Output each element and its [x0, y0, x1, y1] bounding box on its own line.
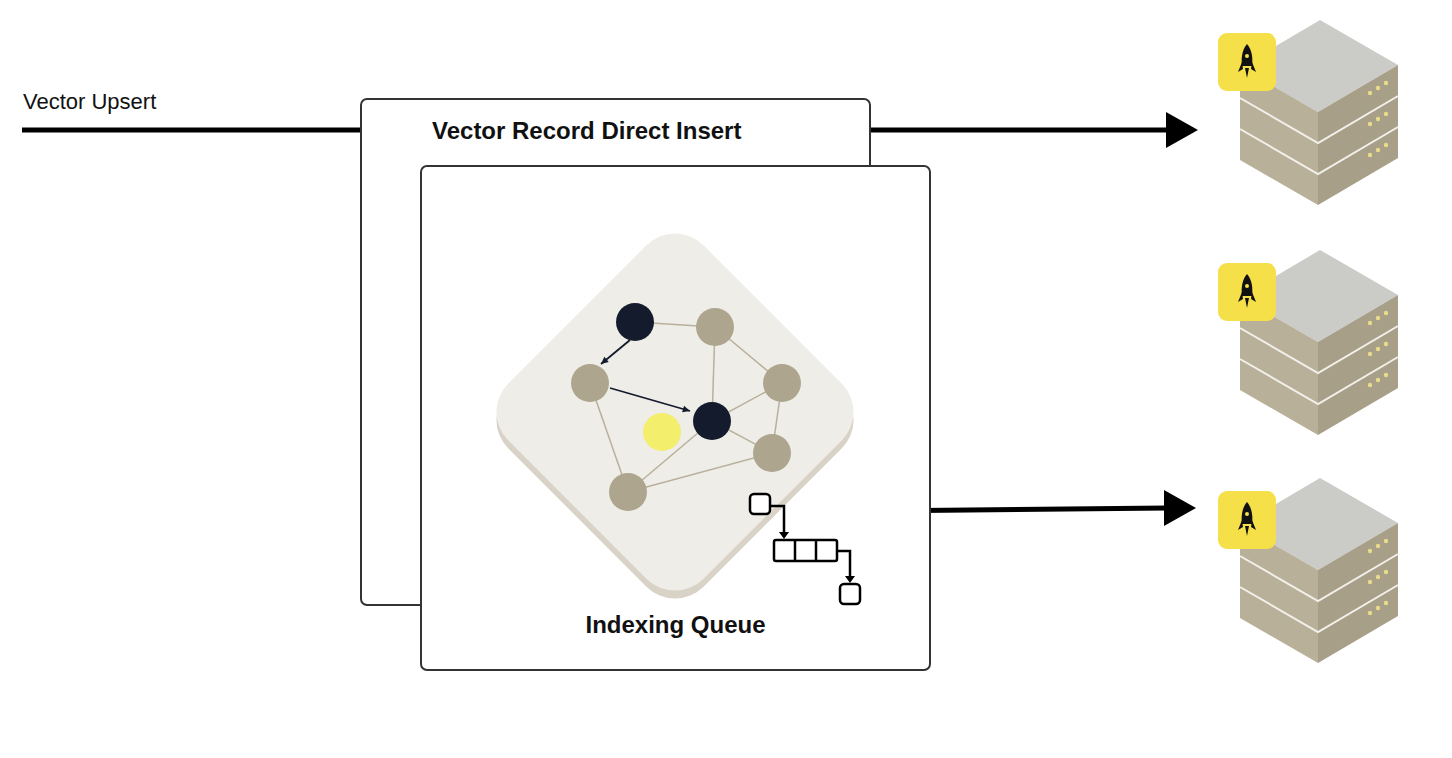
- graph-index-illustration: [750, 494, 770, 514]
- graph-index-illustration: [763, 364, 801, 402]
- graph-index-illustration: [609, 473, 647, 511]
- server-icon: [1218, 478, 1398, 663]
- queue-box: Indexing Queue: [420, 165, 931, 671]
- flow-arrow: [1166, 112, 1198, 148]
- flow-arrow: [1164, 490, 1196, 526]
- graph-index-illustration: [616, 303, 654, 341]
- graph-index-illustration: [779, 532, 789, 539]
- graph-index-illustration: [610, 388, 690, 411]
- graph-index-illustration: [696, 308, 734, 346]
- graph-index-illustration: [601, 340, 630, 364]
- graph-index-illustration: [837, 551, 850, 578]
- graph-index-illustration: [480, 217, 870, 607]
- box-title: Indexing Queue: [585, 611, 765, 639]
- graph-index-illustration: [815, 540, 818, 561]
- graph-index-illustration: [571, 364, 609, 402]
- server-icon: [1218, 250, 1398, 435]
- graph-index-illustration: [422, 167, 929, 669]
- box-title: Vector Record Direct Insert: [432, 117, 741, 145]
- graph-index-illustration: [840, 584, 860, 604]
- graph-index-illustration: [628, 453, 772, 492]
- graph-index-illustration: [845, 576, 855, 583]
- graph-index-illustration: [774, 540, 837, 561]
- graph-index-illustration: [601, 357, 609, 364]
- input-label: Vector Upsert: [23, 89, 156, 115]
- flow-arrow: [22, 128, 388, 133]
- graph-index-illustration: [753, 434, 791, 472]
- graph-index-illustration: [643, 413, 681, 451]
- graph-index-illustration: [750, 494, 860, 604]
- graph-index-illustration: [794, 540, 797, 561]
- server-icon: [1218, 20, 1398, 205]
- graph-index-illustration: [682, 406, 690, 413]
- graph-index-illustration: [693, 402, 731, 440]
- graph-index-illustration: [770, 506, 784, 534]
